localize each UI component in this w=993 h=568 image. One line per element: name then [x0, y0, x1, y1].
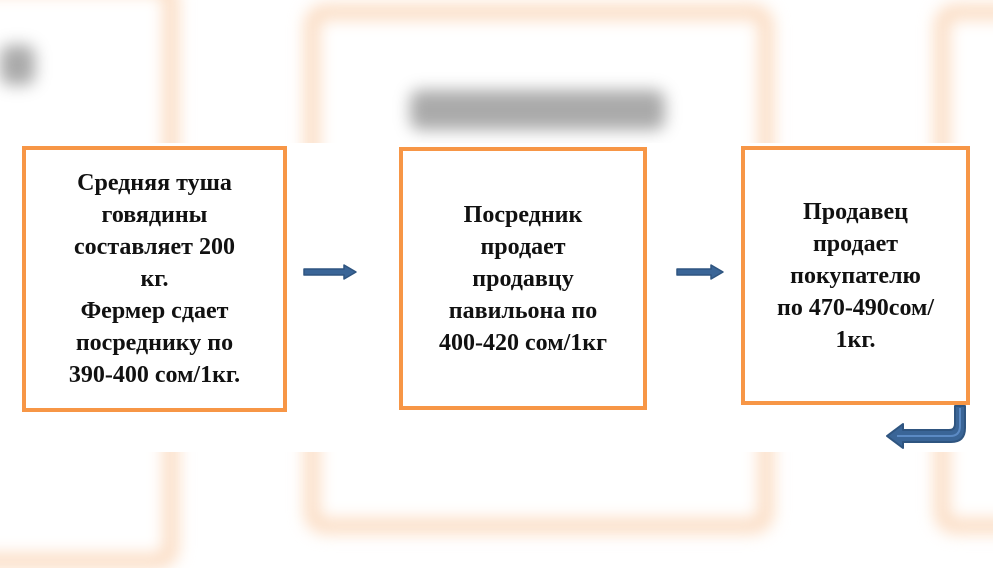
step-farmer-text: Средняя туша говядины составляет 200 кг.… [68, 170, 241, 388]
step-seller-text: Продавец продает покупателю по 470-490со… [776, 198, 935, 353]
step-seller-box: Продавец продает покупателю по 470-490со… [741, 146, 970, 405]
arrow-right-icon [676, 264, 724, 280]
arrow-right-icon [303, 264, 357, 280]
step-farmer-box: Средняя туша говядины составляет 200 кг.… [22, 146, 287, 412]
step-intermediary-text: Посредник продает продавцу павильона по … [439, 201, 607, 356]
step-intermediary-box: Посредник продает продавцу павильона по … [399, 147, 647, 410]
return-arrow-icon [886, 405, 966, 449]
